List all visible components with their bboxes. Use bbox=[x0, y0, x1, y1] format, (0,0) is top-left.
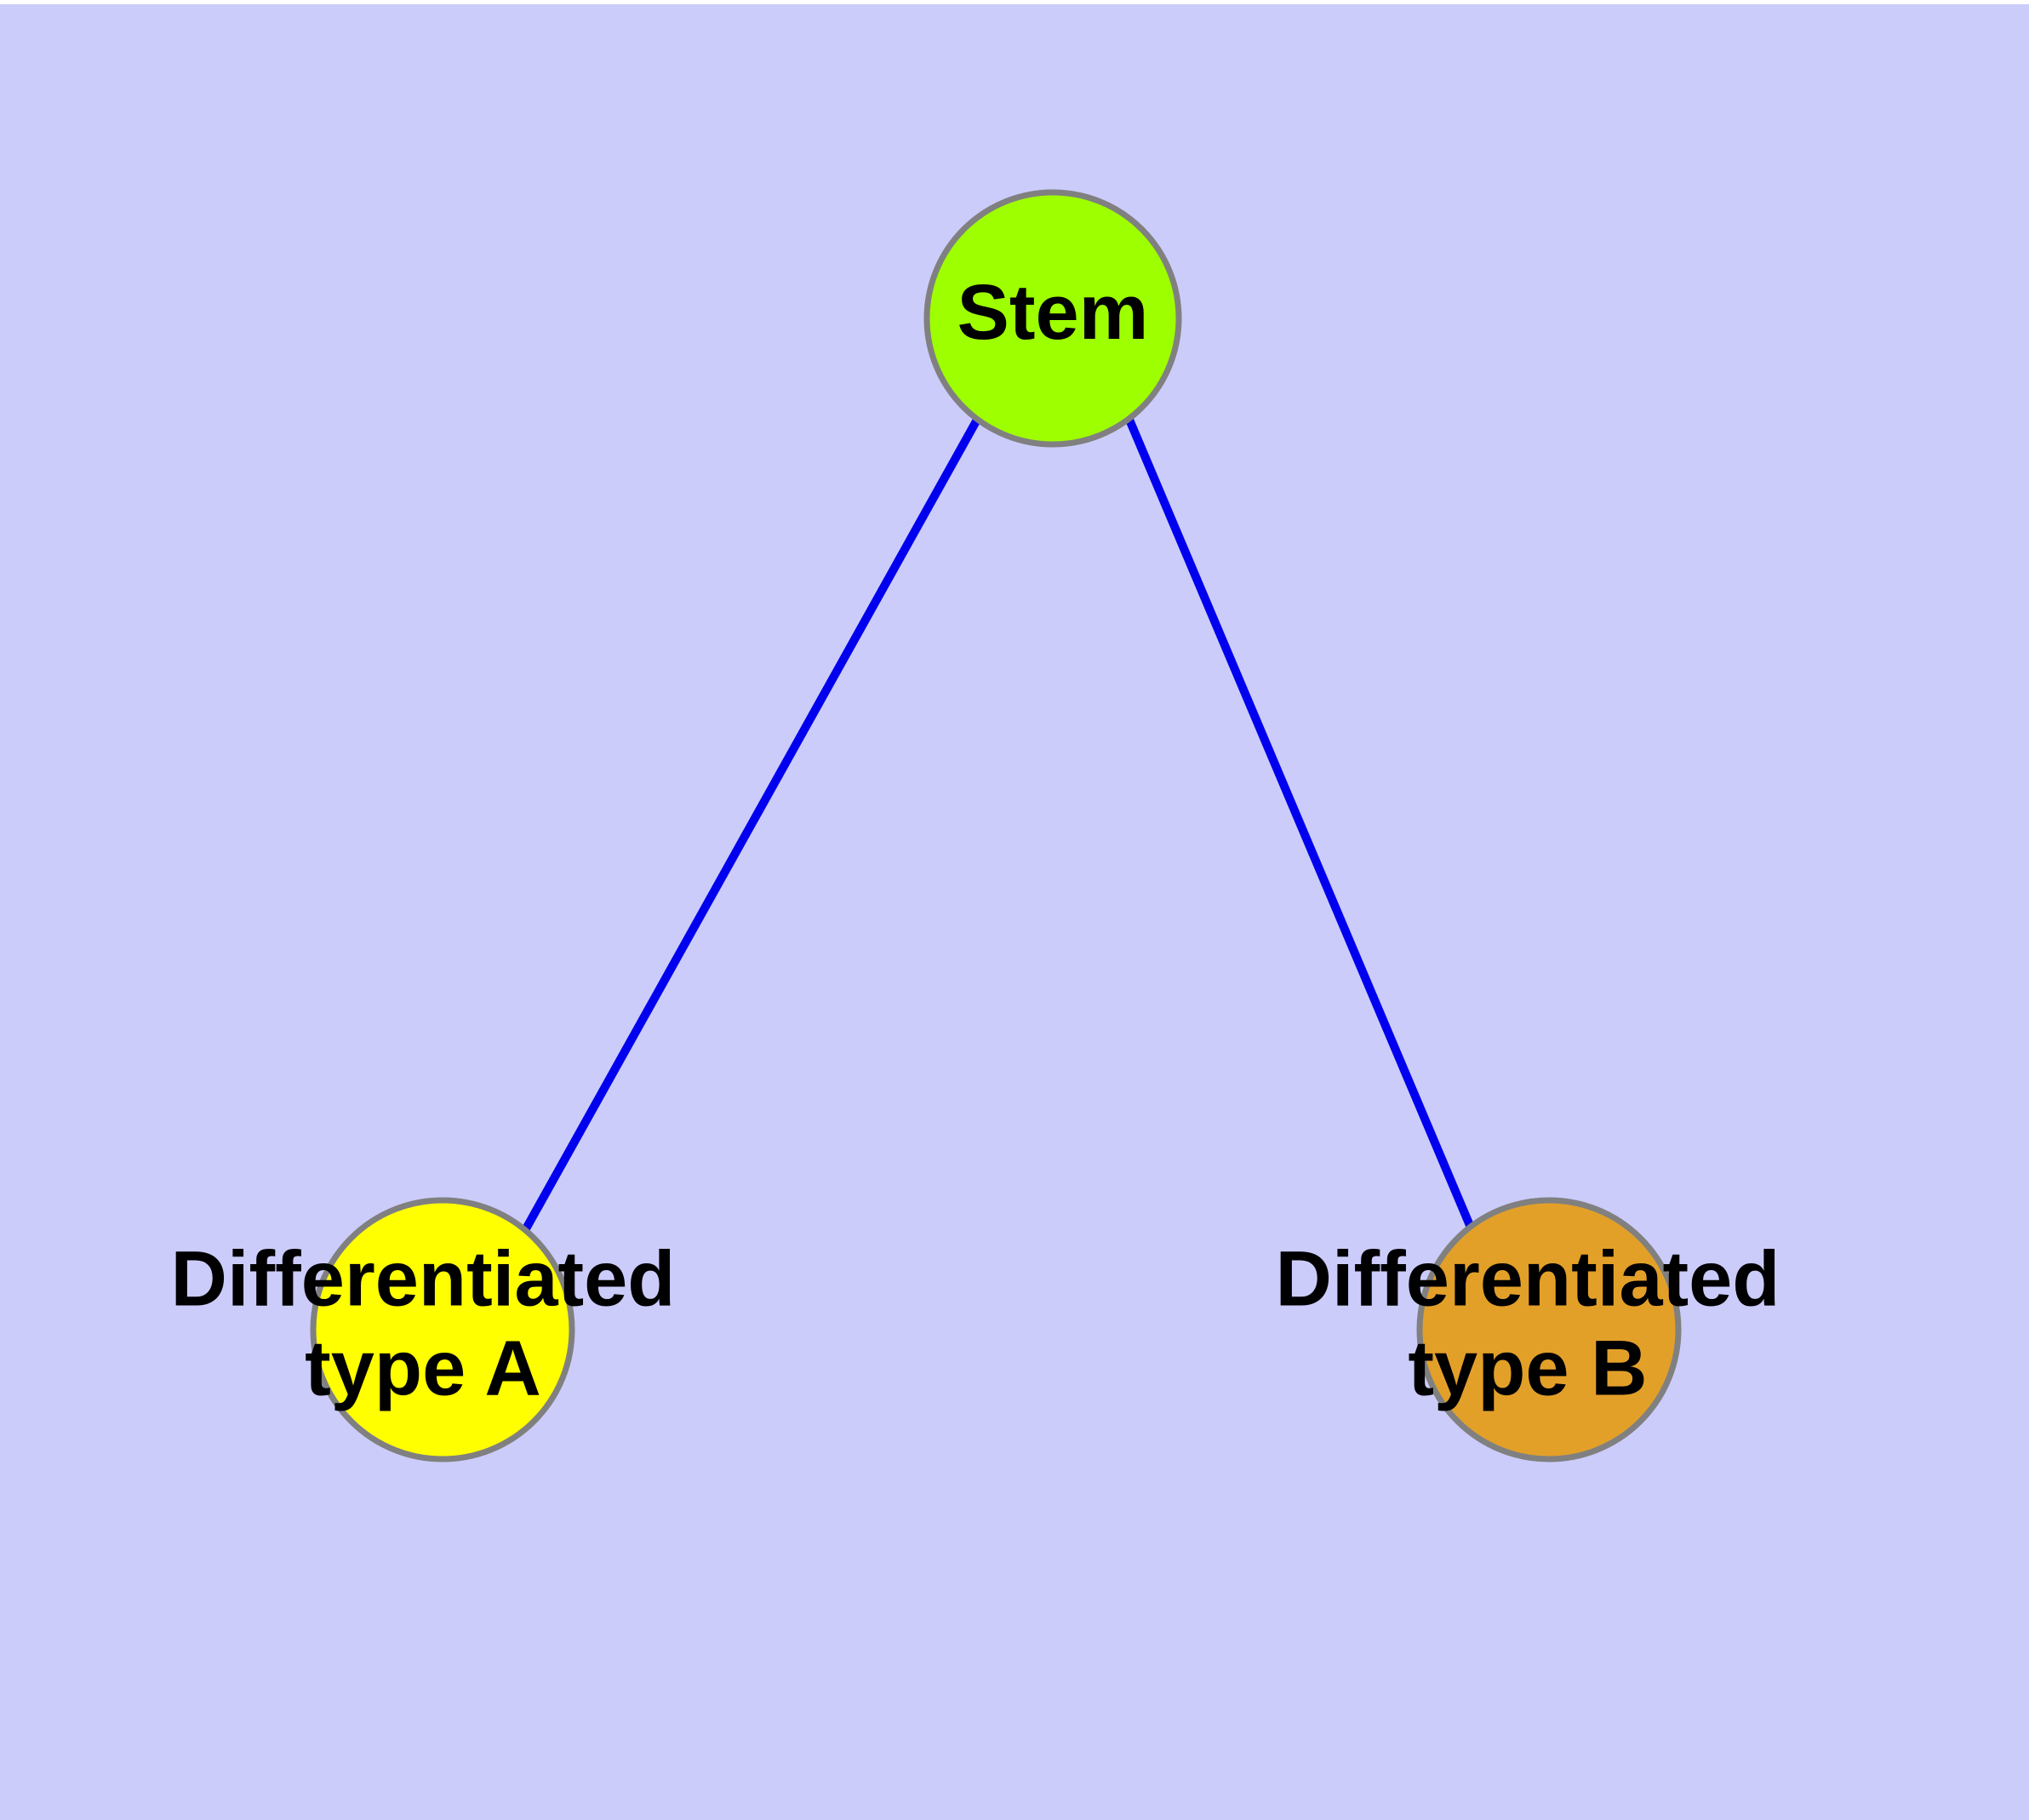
edge-stem-diff-b bbox=[1125, 418, 1477, 1235]
nodes-layer bbox=[310, 189, 1682, 1462]
node-label-stem: Stem bbox=[957, 269, 1149, 356]
node-label-line: Differentiated bbox=[1276, 1236, 1780, 1323]
top-white-band bbox=[0, 0, 2029, 4]
node-label-line: type B bbox=[1408, 1325, 1647, 1412]
edges-layer bbox=[516, 417, 1477, 1242]
node-label-line: type A bbox=[305, 1325, 541, 1412]
node-circle-diff_b[interactable] bbox=[1416, 1197, 1682, 1462]
node-circle-stem[interactable] bbox=[923, 189, 1182, 448]
node-label-line: Differentiated bbox=[171, 1236, 676, 1323]
edge-stem-diff-a bbox=[516, 417, 981, 1242]
node-label-line: Stem bbox=[957, 269, 1149, 356]
node-circle-diff_a[interactable] bbox=[310, 1197, 575, 1462]
